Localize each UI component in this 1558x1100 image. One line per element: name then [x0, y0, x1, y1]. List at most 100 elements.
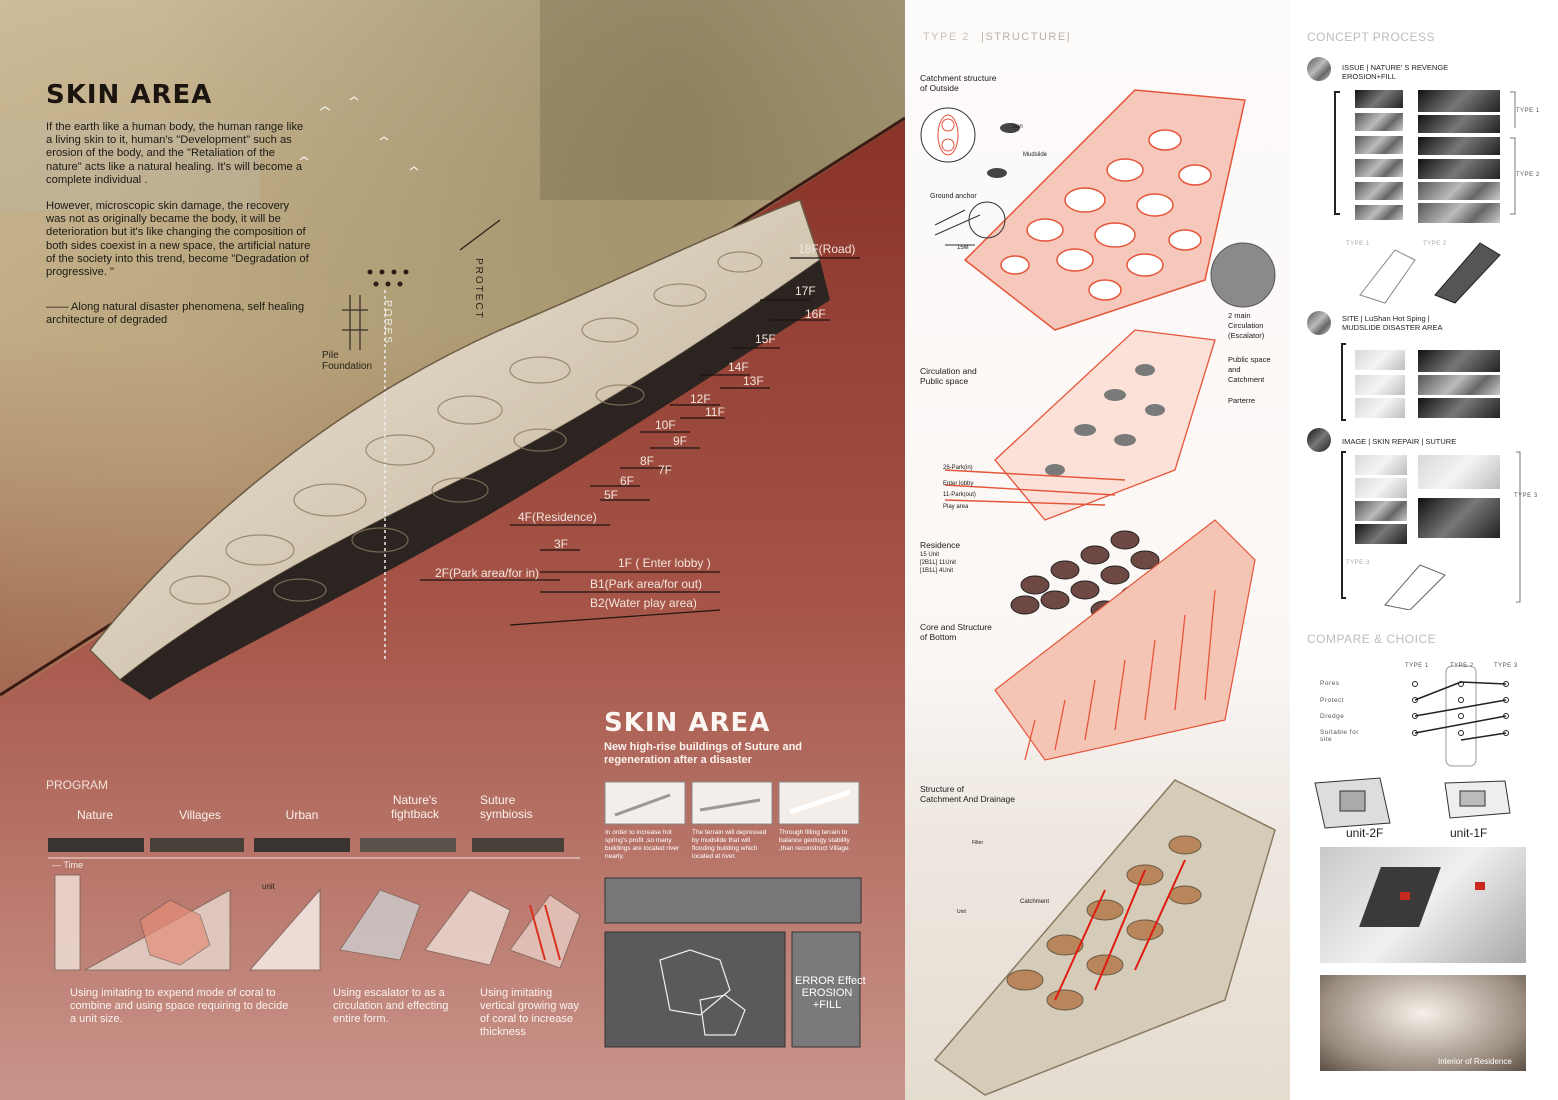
ground-anchor-icon — [934, 201, 1006, 246]
label-mudslide: Mudslide — [1023, 152, 1048, 158]
label-residence-units: 15 Unit [2B1L] 11Unit [1B1L] 4Unit — [920, 552, 956, 574]
pile-foundation-icon — [342, 295, 368, 350]
protect-label: PROTECT — [473, 258, 484, 320]
floor-label-14f: 14F — [728, 360, 749, 374]
final-structure-render — [933, 779, 1276, 1096]
floor-label-8f: 8F — [640, 454, 655, 468]
program-time-label: — Time — [52, 860, 84, 870]
intro-paragraph-2: However, microscopic skin damage, the re… — [46, 200, 311, 279]
issue-thumb-9 — [1355, 182, 1403, 200]
floor-label-2f: 2F(Park area/for in) — [435, 566, 540, 580]
unit-axonometric-render — [1320, 847, 1526, 963]
protect-arrow-icon — [459, 219, 501, 251]
hillside-render — [0, 0, 905, 1100]
compare-choice-title: COMPARE & CHOICE — [1307, 632, 1437, 646]
issue-thumb-12 — [1418, 203, 1500, 223]
floor-label-11f: 11F — [705, 405, 725, 419]
site-thumb-2 — [1418, 350, 1500, 372]
skin-area-caption-2: The terrain will depressed by mudslide t… — [692, 829, 767, 860]
concept-process-title: CONCEPT PROCESS — [1307, 30, 1435, 44]
skin-area-title: SKIN AREA — [46, 80, 213, 110]
site-thumb-4 — [1418, 375, 1500, 395]
site-photo-circle — [1210, 242, 1276, 308]
image-label: IMAGE | SKIN REPAIR | SUTURE — [1342, 437, 1457, 446]
issue-type2-label: TYPE 2 — [1516, 172, 1540, 178]
label-park-out: 11-Park(out) — [943, 492, 976, 498]
sketch-type2-label: TYPE 2 — [1423, 241, 1447, 247]
program-silhouettes — [48, 838, 564, 852]
core-structure-layer — [994, 519, 1256, 761]
image-thumb-4 — [1355, 501, 1407, 521]
skin-area-caption-3: Through filling terrain to balance geolo… — [779, 829, 851, 852]
label-structure-catchment: Structure of Catchment And Drainage — [920, 784, 1015, 804]
label-play-area: Play area — [943, 504, 969, 510]
label-core-structure: Core and Structure of Bottom — [920, 622, 992, 642]
compare-row-protect: Protect — [1320, 697, 1345, 704]
sketch-type1-label: TYPE 1 — [1346, 241, 1370, 247]
label-filter: Filter — [972, 840, 984, 846]
floor-label-3f: 3F — [554, 537, 569, 551]
label-residence: Residence — [920, 540, 961, 550]
interior-label: Interior of Residence — [1438, 1057, 1512, 1066]
site-thumb-3 — [1355, 375, 1405, 395]
rain-drops-icon — [367, 269, 409, 287]
issue-thumb-6 — [1418, 137, 1500, 155]
skin-area-title-2: SKIN AREA — [604, 708, 771, 738]
program-stage-nature: Nature — [76, 808, 114, 822]
label-unit: Unit — [957, 909, 966, 915]
structure-panel: TYPE 2 |STRUCTURE| Catchment structure o… — [905, 0, 1290, 1100]
label-park-in: 26-Park(in) — [943, 465, 973, 471]
label-catchment-outside: Catchment structure of Outside — [920, 73, 997, 93]
image-thumb-2 — [1418, 455, 1500, 489]
floor-label-12f: 12F — [690, 392, 711, 406]
interior-render — [1320, 975, 1526, 1071]
building-shell — [89, 199, 830, 700]
birds-icon — [299, 96, 419, 171]
type-sketches — [1359, 242, 1501, 304]
floor-label-9f: 9F — [673, 434, 688, 448]
floor-label-b2: B2(Water play area) — [590, 596, 697, 610]
label-parterre: Parterre — [1228, 396, 1256, 405]
label-15m: 15M — [957, 245, 969, 251]
floor-label-17f: 17F — [795, 284, 816, 298]
compare-col-type3: TYPE 3 — [1494, 663, 1518, 669]
program-unit-label: unit — [262, 882, 275, 891]
issue-thumb-11 — [1355, 205, 1403, 220]
concept-panel: CONCEPT PROCESS ISSUE | NATURE' S REVENG… — [1290, 0, 1558, 1100]
forest-backdrop — [0, 0, 905, 210]
issue-thumb-4 — [1418, 115, 1500, 133]
floor-label-16f: 16F — [805, 307, 826, 321]
label-catchment: Catchment — [1020, 899, 1050, 905]
program-stage-urban: Urban — [285, 808, 319, 822]
site-circle-photo — [1307, 311, 1331, 335]
structure-exploded-axonometric — [920, 89, 1276, 1096]
pile-foundation-label: Pile Foundation — [322, 350, 373, 372]
catchment-layer — [963, 89, 1246, 331]
unit-1f-label: unit-1F — [1450, 826, 1488, 840]
issue-thumb-1 — [1355, 90, 1403, 108]
program-title: PROGRAM — [46, 778, 109, 792]
site-label: SITE | LuShan Hot Sping | MUDSLIDE DISAS… — [1342, 314, 1443, 332]
program-stage-fightback: Nature's fightback — [390, 793, 440, 821]
issue-thumb-7 — [1355, 159, 1403, 177]
compare-row-suitable: Suitable for site — [1320, 729, 1359, 743]
label-public-catchment: Public space and Catchment — [1228, 355, 1271, 384]
catchment-diagram-icon — [920, 107, 976, 163]
floor-label-7f: 7F — [658, 463, 673, 477]
structure-type-header: TYPE 2 — [923, 31, 970, 43]
floor-label-18f: 18F(Road) — [798, 242, 856, 256]
issue-thumb-8 — [1418, 159, 1500, 179]
floor-label-13f: 13F — [743, 374, 764, 388]
circulation-layer — [944, 329, 1216, 521]
site-bracket — [1341, 343, 1346, 421]
label-sun: Sun — [1012, 124, 1023, 130]
image-circle-photo — [1307, 428, 1331, 452]
floor-label-4f: 4F(Residence) — [518, 510, 597, 524]
skin-area-photos — [604, 781, 862, 1048]
floor-label-5f: 5F — [604, 488, 619, 502]
program-caption-2: Using escalator to as a circulation and … — [333, 987, 449, 1025]
unit-2f-label: unit-2F — [1346, 826, 1384, 840]
issue-thumb-10 — [1418, 182, 1500, 200]
program-caption-1: Using imitating to expend mode of coral … — [70, 987, 289, 1025]
label-two-main-circulation: 2 main Circulation (Escalator) — [1228, 311, 1265, 340]
